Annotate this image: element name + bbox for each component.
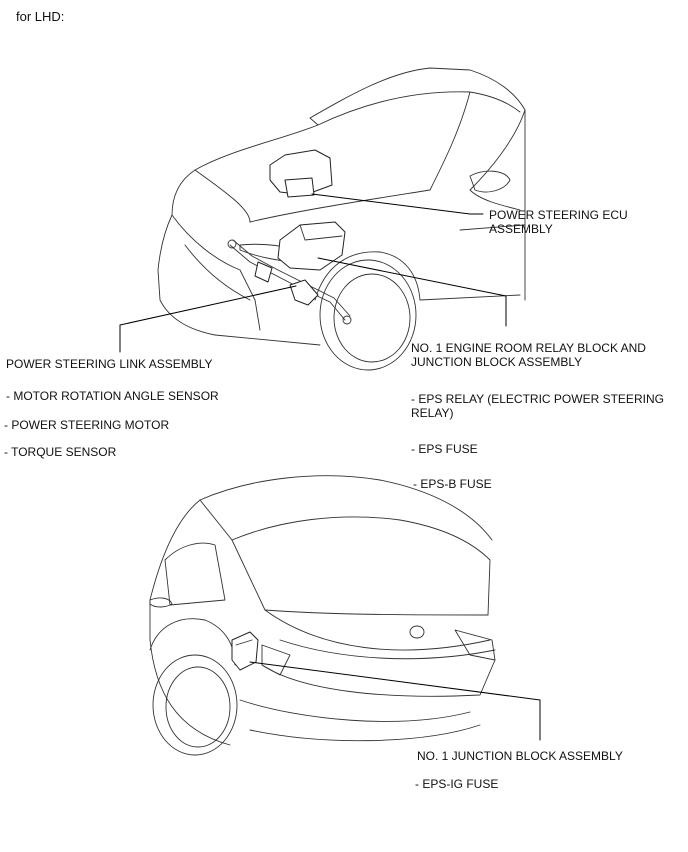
label-eps-ig-fuse: - EPS-IG FUSE [415, 777, 499, 791]
label-ecu: POWER STEERING ECU ASSEMBLY [489, 208, 628, 236]
label-junction-block: NO. 1 JUNCTION BLOCK ASSEMBLY [417, 749, 623, 763]
label-eps-relay-line-1: - EPS RELAY (ELECTRIC POWER STEERING [411, 392, 664, 406]
label-ecu-line-1: POWER STEERING ECU [489, 208, 628, 222]
label-eps-relay: - EPS RELAY (ELECTRIC POWER STEERING REL… [411, 392, 664, 420]
label-link-assembly: POWER STEERING LINK ASSEMBLY [6, 357, 213, 371]
label-torque-sensor: - TORQUE SENSOR [4, 445, 117, 459]
label-motor-angle-sensor: - MOTOR ROTATION ANGLE SENSOR [6, 389, 219, 403]
leader-link-assembly [119, 285, 297, 353]
leader-lines [119, 193, 541, 741]
leader-relay-block [317, 257, 507, 327]
leader-junction-block [249, 661, 541, 741]
leader-ecu [311, 193, 484, 215]
label-ecu-line-2: ASSEMBLY [489, 222, 553, 236]
front-vehicle-drawing [157, 67, 526, 371]
label-eps-relay-line-2: RELAY) [411, 406, 454, 420]
rear-vehicle-drawing [149, 475, 496, 756]
label-eps-b-fuse: - EPS-B FUSE [413, 477, 492, 491]
label-eps-fuse: - EPS FUSE [411, 442, 478, 456]
label-relay-block: NO. 1 ENGINE ROOM RELAY BLOCK AND JUNCTI… [411, 341, 646, 369]
heading: for LHD: [16, 9, 65, 24]
label-relay-block-line-2: JUNCTION BLOCK ASSEMBLY [411, 355, 583, 369]
label-relay-block-line-1: NO. 1 ENGINE ROOM RELAY BLOCK AND [411, 341, 646, 355]
label-steering-motor: - POWER STEERING MOTOR [4, 418, 170, 432]
